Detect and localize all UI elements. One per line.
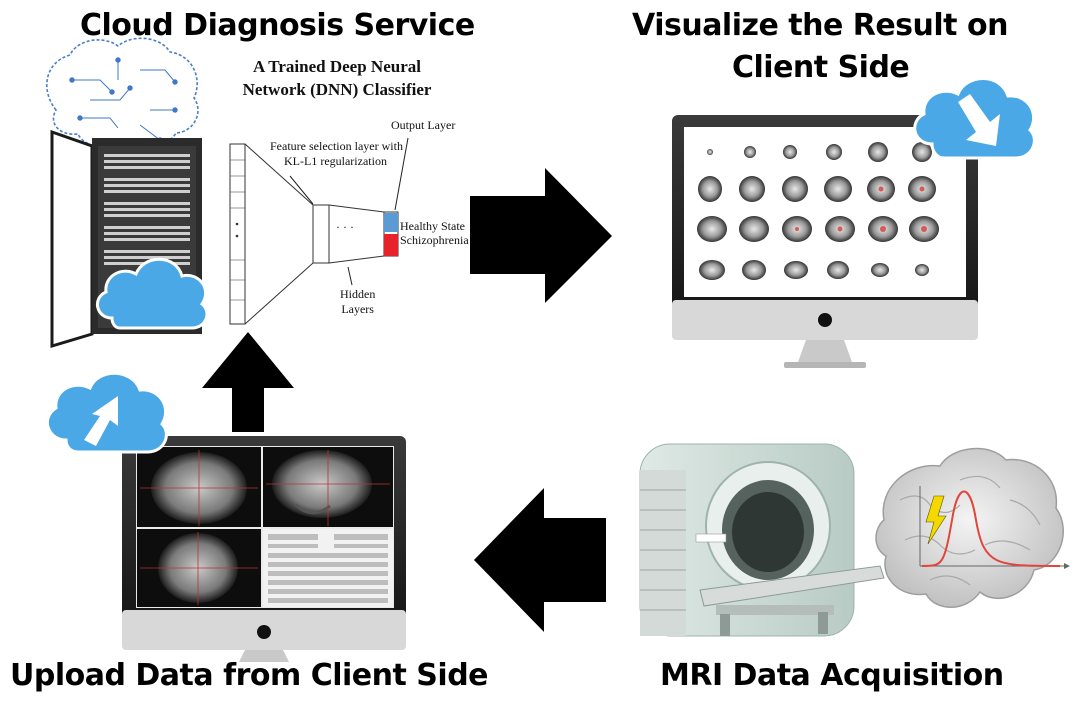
- healthy-state-label: Healthy State: [400, 219, 465, 233]
- cloud-download-icon: [913, 77, 1036, 160]
- hidden-line2: Layers: [341, 302, 374, 316]
- mri-scanner-icon: [639, 443, 885, 637]
- cloud-upload-icon: [45, 371, 168, 454]
- brain-slice-grid: [697, 142, 939, 280]
- brain-icon: [875, 447, 1070, 608]
- feature-selection-label: Feature selection layer with KL-L1 regul…: [270, 139, 403, 169]
- arrow-left-icon: [474, 488, 606, 632]
- feature-selection-line1: Feature selection layer with: [270, 139, 403, 153]
- cloud-icon: [96, 257, 209, 330]
- healthy-state-node: [384, 213, 398, 232]
- lightning-bolt-icon: [925, 495, 947, 545]
- dnn-title-line1: A Trained Deep Neural: [253, 57, 421, 76]
- heading-mri-acquisition: MRI Data Acquisition: [660, 658, 1004, 693]
- input-layer: [229, 143, 246, 325]
- hidden-layers-label: Hidden Layers: [340, 287, 375, 317]
- heading-visualize-line1: Visualize the Result on: [632, 8, 1008, 43]
- mri-viewer-screen: [137, 447, 393, 607]
- arrow-right-icon: [470, 168, 612, 303]
- dnn-title-line2: Network (DNN) Classifier: [242, 80, 432, 99]
- schizophrenia-label: Schizophrenia: [400, 233, 469, 247]
- hidden-ellipsis: · · ·: [336, 220, 354, 234]
- visualize-monitor: [672, 115, 978, 368]
- heading-visualize-line2: Client Side: [732, 50, 910, 85]
- heading-upload-data: Upload Data from Client Side: [10, 658, 489, 693]
- heading-cloud-diagnosis-service: Cloud Diagnosis Service: [80, 8, 475, 43]
- hidden-line1: Hidden: [340, 287, 376, 301]
- dnn-title: A Trained Deep Neural Network (DNN) Clas…: [222, 55, 452, 101]
- arrow-up-icon: [202, 332, 294, 432]
- dnn-diagram: [229, 137, 409, 325]
- feature-selection-line2: KL-L1 regularization: [284, 154, 387, 168]
- output-layer-label: Output Layer: [391, 118, 456, 132]
- schizophrenia-node: [384, 234, 398, 256]
- feature-selection-layer: [312, 204, 330, 264]
